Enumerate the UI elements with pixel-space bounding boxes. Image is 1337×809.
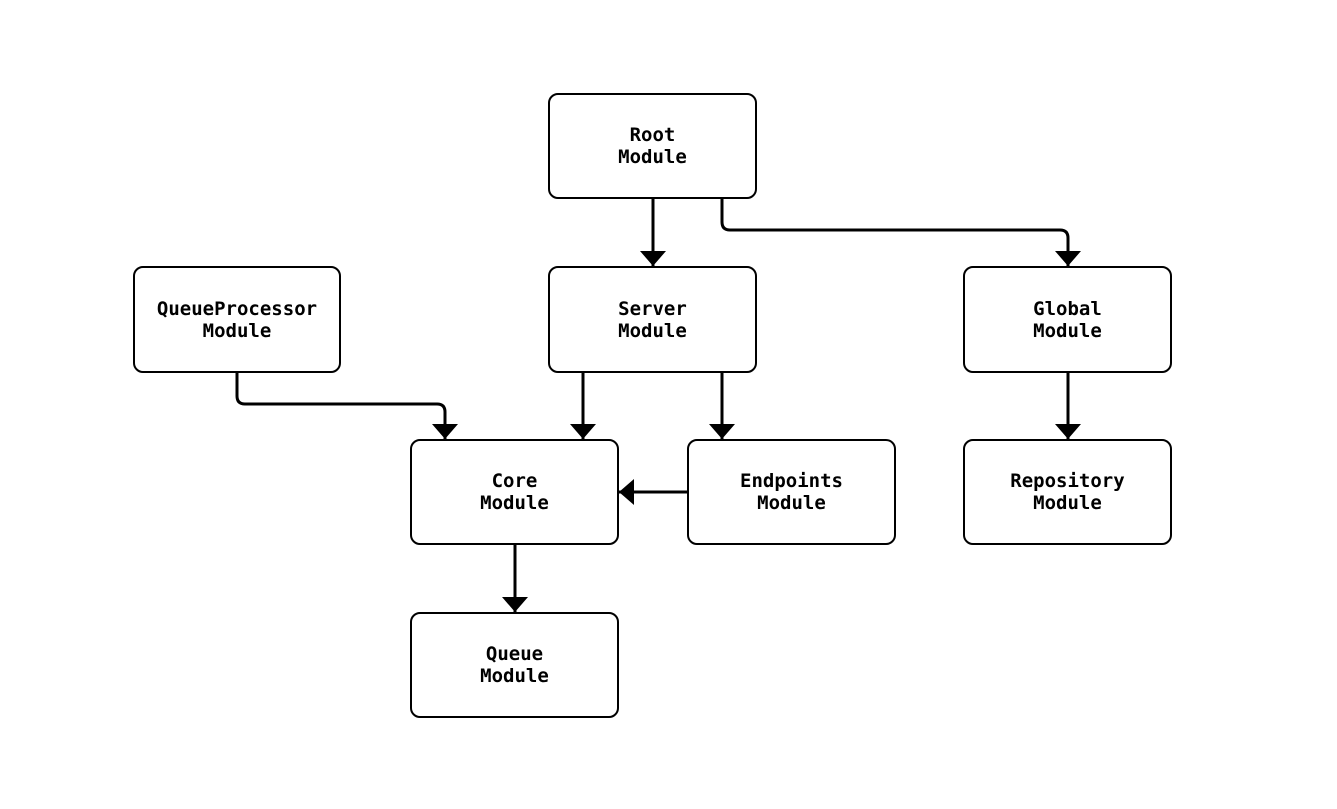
node-label-line: Module bbox=[1033, 492, 1102, 514]
node-label-line: Module bbox=[1033, 319, 1102, 342]
node-label-line: Endpoints bbox=[740, 470, 843, 492]
node-label-line: Module bbox=[480, 665, 549, 687]
node-label-line: Core bbox=[491, 470, 538, 492]
edge-root-to-global bbox=[720, 199, 1081, 266]
node-label-line: Module bbox=[202, 319, 272, 342]
edge-queue-processor-to-core bbox=[235, 373, 458, 439]
node-label-line: Module bbox=[618, 319, 687, 342]
node-label-line: Root bbox=[629, 124, 676, 146]
node-label-line: Module bbox=[618, 146, 687, 168]
node-label-line: QueueProcessor bbox=[156, 297, 318, 320]
node-label-line: Global bbox=[1033, 297, 1102, 320]
edge-group bbox=[235, 199, 1081, 612]
node-label-line: Server bbox=[618, 297, 687, 320]
node-label-line: Module bbox=[480, 492, 549, 514]
node-label-line: Module bbox=[757, 492, 826, 514]
node-label-line: Queue bbox=[485, 643, 544, 665]
node-label-line: Repository bbox=[1010, 470, 1125, 492]
